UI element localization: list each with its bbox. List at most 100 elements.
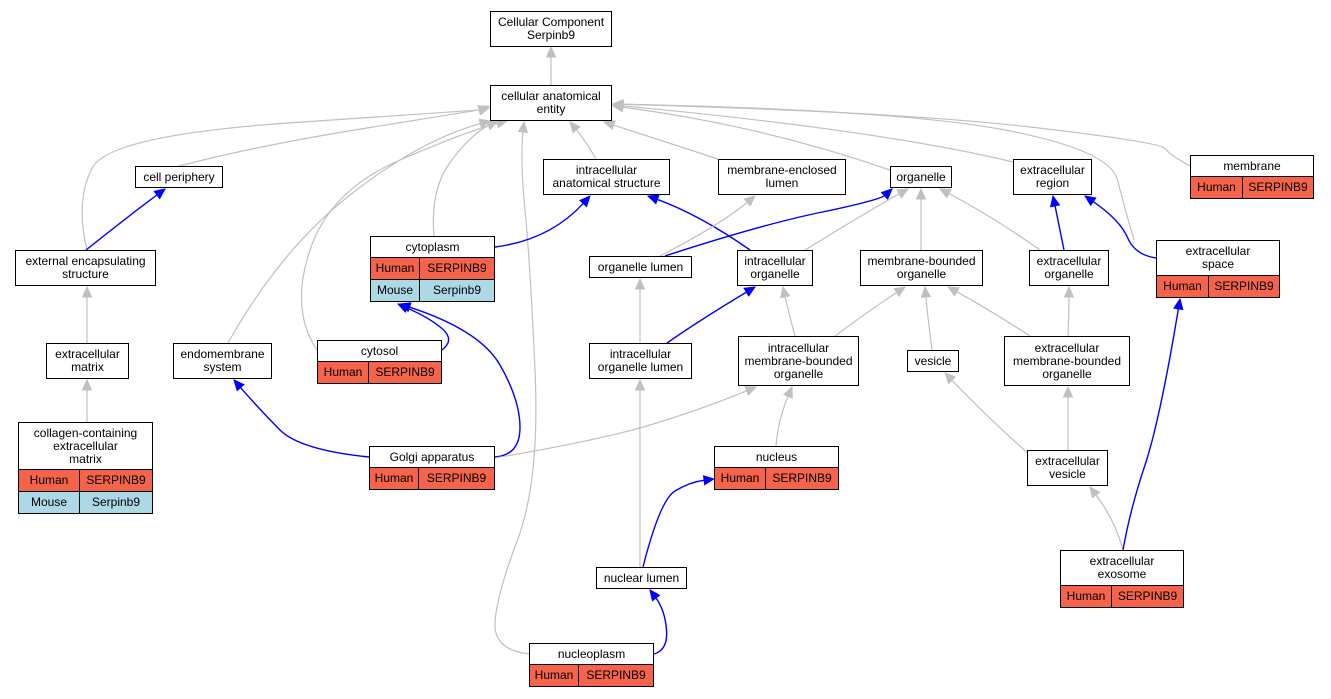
node-label-line: membrane <box>1223 158 1281 173</box>
edge-organelle_lumen-to-membrane_enclosed_lumen <box>659 195 756 257</box>
gene-cell: SERPINB9 <box>1111 586 1183 607</box>
node-title: nucleus <box>715 447 838 467</box>
edge-arrowhead <box>233 379 245 392</box>
node-organelle[interactable]: organelle <box>890 166 952 188</box>
node-label-line: organelle <box>896 267 947 281</box>
edge-line <box>653 596 668 655</box>
node-label-line: space <box>1201 257 1235 271</box>
edge-extracellular_exosome-to-extracellular_vesicle <box>1089 486 1124 551</box>
node-label-line: system <box>203 360 242 374</box>
edge-extracellular_exosome-to-extracellular_space <box>1122 297 1184 551</box>
node-label-line: membrane-bounded <box>744 353 853 368</box>
edge-arrowhead <box>1089 486 1101 499</box>
edge-collagen_ecm-to-extracellular_matrix <box>81 378 93 422</box>
species-cell: Human <box>720 471 760 485</box>
edge-line <box>178 109 482 167</box>
edge-cytosol-to-cae <box>300 118 509 351</box>
species-cell: Human <box>29 473 69 487</box>
node-label-line: cellular anatomical <box>501 89 601 103</box>
edge-arrowhead <box>478 118 492 129</box>
node-label-line: organelle lumen <box>597 259 684 274</box>
edge-extracellular_mbo-to-extracellular_organelle <box>1063 285 1075 337</box>
edge-line <box>664 194 886 257</box>
node-cell-periphery[interactable]: cell periphery <box>135 166 223 188</box>
edge-arrowhead <box>545 45 557 58</box>
edge-intracellular_organelle-to-organelle <box>804 188 910 251</box>
node-nuclear-lumen[interactable]: nuclear lumen <box>596 567 687 589</box>
node-label-line: Serpinb9 <box>526 28 576 42</box>
node-title: nuclear lumen <box>597 568 686 588</box>
edge-nucleoplasm-to-nuclear_lumen <box>649 589 668 655</box>
edge-line <box>775 395 790 447</box>
edge-membrane_enclosed_lumen-to-cae <box>602 120 719 160</box>
edge-line <box>300 122 499 351</box>
node-label-line: organelle <box>750 267 800 281</box>
node-vesicle[interactable]: vesicle <box>907 350 959 372</box>
node-label-line: intracellular <box>744 254 806 268</box>
node-label-line: extracellular <box>1020 163 1085 177</box>
node-label-line: vesicle <box>914 353 952 368</box>
edge-arrowhead <box>81 378 93 391</box>
node-organelle-lumen[interactable]: organelle lumen <box>589 256 692 278</box>
node-label-line: matrix <box>71 360 104 374</box>
edge-arrowhead <box>634 277 646 290</box>
edge-line <box>784 295 796 337</box>
edge-line <box>1092 200 1157 259</box>
edge-line <box>494 202 585 248</box>
edge-line <box>947 192 1041 251</box>
node-label-line: extracellular <box>55 347 120 361</box>
edge-intracellular_organelle_lumen-to-organelle_lumen <box>634 277 646 344</box>
edge-line <box>834 291 898 337</box>
edge-line <box>432 124 490 237</box>
edge-external_encapsulating-to-cae <box>81 105 491 251</box>
edge-intracellular_anatomical-to-cae <box>569 121 597 160</box>
edge-extracellular_space-to-cae <box>611 98 1135 241</box>
node-label-line: matrix <box>69 451 102 466</box>
edge-cell_periphery-to-cae <box>178 105 491 167</box>
node-label-line: membrane-enclosed <box>727 163 837 177</box>
edge-extracellular_space-to-extracellular_region <box>1083 195 1157 259</box>
edge-extracellular_vesicle-to-extracellular_mbo <box>1062 385 1074 451</box>
edge-extracellular_matrix-to-external_encapsulating <box>81 285 93 343</box>
node-label-line: lumen <box>765 176 799 190</box>
edge-arrowhead <box>579 195 591 208</box>
edge-arrowhead <box>1083 195 1097 207</box>
edge-arrowhead <box>1049 194 1061 208</box>
edge-line <box>494 389 748 459</box>
edge-arrowhead <box>896 188 910 199</box>
edge-line <box>1094 493 1124 551</box>
